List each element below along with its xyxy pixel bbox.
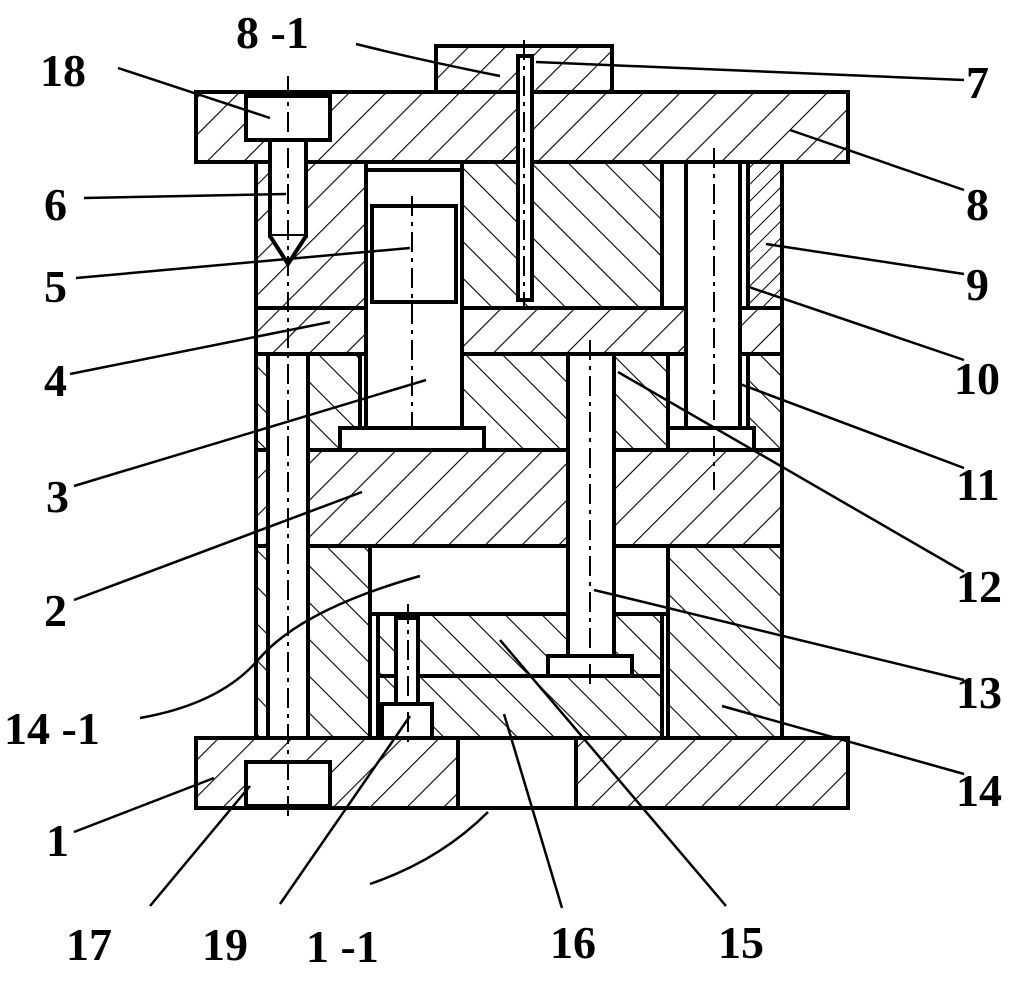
label-15: 15 xyxy=(718,917,764,968)
part-upper-center-block xyxy=(462,162,662,308)
label-4: 4 xyxy=(44,355,67,406)
label-13: 13 xyxy=(956,667,1002,718)
label-14: 14 xyxy=(956,765,1002,816)
label-1: 1 xyxy=(46,815,69,866)
label-9: 9 xyxy=(966,259,989,310)
part-9-upper-right-block xyxy=(748,162,782,308)
label-8: 8 xyxy=(966,179,989,230)
label-6: 6 xyxy=(44,179,67,230)
part-12-middle-block-center xyxy=(456,354,668,450)
part-14-lower-block-right xyxy=(668,546,782,738)
leader-1 xyxy=(74,778,214,832)
label-8-1: 8 -1 xyxy=(236,7,309,58)
part-3-punch-head xyxy=(340,428,484,450)
label-7: 7 xyxy=(966,57,989,108)
label-14-1: 14 -1 xyxy=(4,703,100,754)
part-5-insert xyxy=(372,206,456,302)
label-5: 5 xyxy=(44,261,67,312)
label-2: 2 xyxy=(44,585,67,636)
label-19: 19 xyxy=(202,919,248,970)
label-16: 16 xyxy=(550,917,596,968)
label-18: 18 xyxy=(40,45,86,96)
label-12: 12 xyxy=(956,561,1002,612)
label-10: 10 xyxy=(954,353,1000,404)
part-14-1-cavity xyxy=(370,546,668,614)
part-2-plate xyxy=(256,450,782,546)
part-1-1-opening xyxy=(458,738,576,808)
leader-9 xyxy=(766,244,964,274)
label-11: 11 xyxy=(956,459,999,510)
part-13-ejector-rod xyxy=(568,354,614,658)
label-1-1: 1 -1 xyxy=(306,921,379,972)
part-11-pillar-head xyxy=(668,428,754,450)
label-17: 17 xyxy=(66,919,112,970)
label-3: 3 xyxy=(46,471,69,522)
leader-1-1 xyxy=(370,812,488,884)
